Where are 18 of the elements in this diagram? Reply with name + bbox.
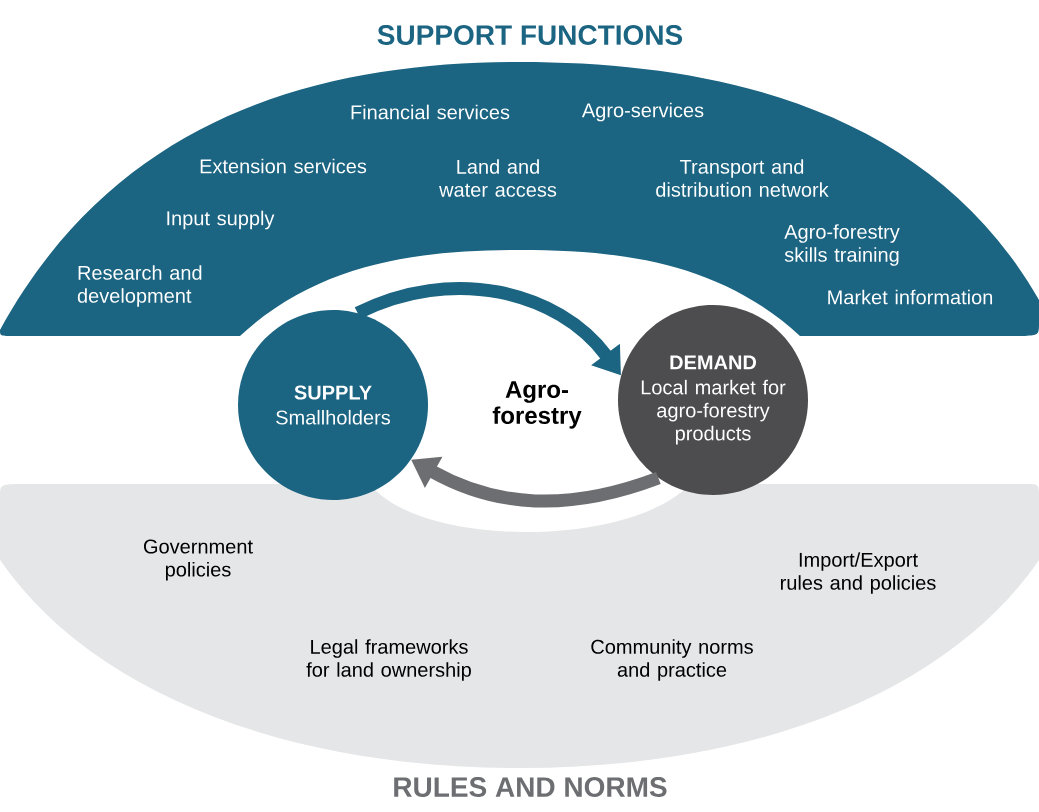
center-label: Agro-forestry — [492, 381, 582, 429]
circle-node: DEMAND Local market for agro-forestry products — [618, 305, 808, 495]
item-label: Agro-forestry skills training — [784, 224, 900, 266]
item-label: Research and development — [77, 265, 202, 307]
item-label: Agro-services — [581, 102, 704, 122]
item-label: Land and water access — [439, 159, 557, 197]
band-heading: SUPPORT FUNCTIONS — [377, 25, 683, 45]
item-label: Transport and distribution network — [656, 159, 829, 197]
item-label: Input supply — [167, 210, 275, 230]
band-heading: RULES AND NORMS — [394, 777, 667, 797]
item-label: Legal frameworks for land ownership — [306, 639, 471, 681]
circle-node: SUPPLY Smallholders — [238, 310, 428, 500]
item-label: Import/Export rules and policies — [780, 552, 936, 594]
item-label: Financial services — [351, 104, 510, 120]
item-label: Market information — [828, 289, 993, 305]
item-label: Community norms and practice — [591, 639, 753, 681]
item-label: Government policies — [144, 539, 253, 581]
item-label: Extension services — [200, 158, 367, 174]
